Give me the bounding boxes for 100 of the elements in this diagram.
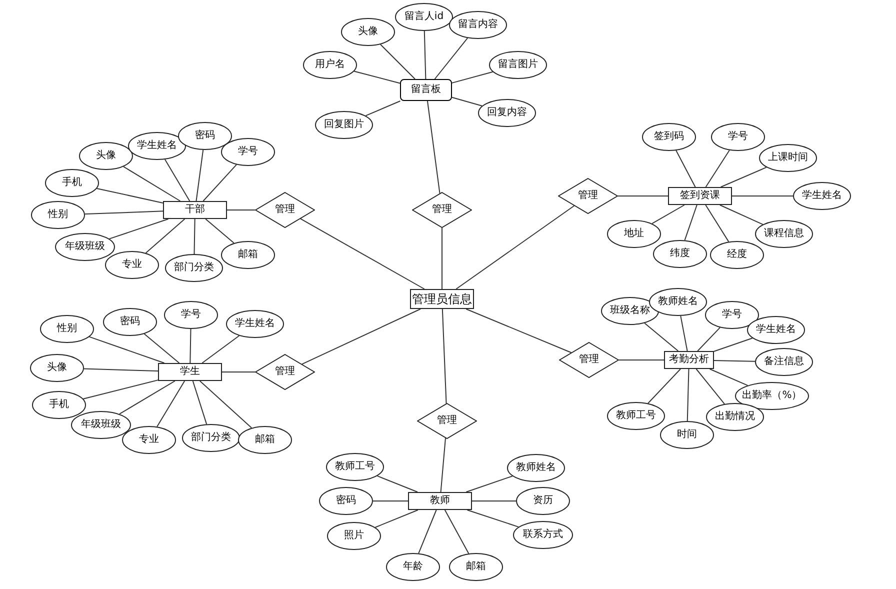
node-label: 上课时间 [768,153,808,163]
attribute-ellipse [178,122,232,150]
node-label: 邮箱 [466,562,486,572]
connector-line [452,96,482,106]
node-label: 教师工号 [335,462,375,472]
connector-line [426,100,440,194]
connector-line [88,336,165,364]
attribute-ellipse [507,454,565,482]
connector-line [709,368,748,386]
node-label: 学生姓名 [802,191,842,201]
node-label: 学号 [181,310,201,320]
connector-line [644,322,679,352]
connector-line [123,166,181,202]
connector-line [684,204,698,241]
node-label: 留言板 [411,85,441,95]
connector-line [697,327,721,352]
attribute-ellipse [105,251,159,279]
attribute-ellipse [386,553,440,581]
connector-line [376,475,418,492]
node-label: 学号 [238,147,258,157]
attribute-ellipse [327,522,381,550]
connector-line [145,218,186,254]
attribute-ellipse [341,18,395,46]
attribute-ellipse [711,123,765,151]
attribute-ellipse [315,111,373,139]
connector-line [676,150,696,188]
entity-box [158,363,222,381]
connector-line [82,380,158,400]
relationship-diamond [255,354,315,390]
attribute-ellipse [32,391,86,419]
attribute-ellipse [40,315,94,343]
attribute-ellipse [128,132,186,160]
attribute-ellipse [706,403,764,431]
node-label: 备注信息 [764,357,804,367]
node-label: 教师工号 [616,411,656,421]
connector-line [108,218,169,240]
node-label: 管理 [578,191,598,201]
node-label: 管理 [275,205,295,215]
node-label: 考勤分析 [669,355,709,365]
node-label: 教师姓名 [516,463,556,473]
entity-box [410,289,474,309]
connector-line [452,71,494,84]
node-label: 年级班级 [81,420,121,430]
entity-box [664,351,714,369]
node-label: 干部 [185,205,205,215]
node-label: 部门分类 [191,433,231,443]
attribute-ellipse [164,301,218,329]
attribute-ellipse [103,308,157,336]
node-label: 资历 [533,496,553,506]
connector-line [374,510,418,528]
attribute-ellipse [79,142,133,170]
connector-line [714,360,756,362]
attribute-ellipse [326,453,384,481]
connector-line [466,308,572,354]
node-label: 学生姓名 [756,325,796,335]
node-label: 手机 [49,400,69,410]
connector-line [190,328,192,364]
attribute-ellipse [165,254,223,282]
node-label: 头像 [47,363,67,373]
entity-box [163,201,227,219]
connector-line [194,218,196,254]
attribute-ellipse [793,182,851,210]
connector-line [199,380,252,428]
node-label: 班级名称 [610,306,650,316]
connector-line [380,44,416,80]
node-label: 邮箱 [255,435,275,445]
attribute-ellipse [30,354,84,382]
connector-line [686,368,690,422]
node-label: 教师 [430,496,450,506]
connector-line [202,335,240,364]
connector-line [365,100,401,116]
node-label: 管理 [275,367,295,377]
attribute-ellipse [735,382,809,410]
attribute-ellipse [649,288,707,316]
node-label: 课程信息 [764,229,804,239]
node-label: 教师姓名 [658,297,698,307]
attribute-ellipse [449,553,503,581]
connector-line [84,210,164,215]
attribute-ellipse [710,241,764,269]
connector-line [680,315,688,352]
connector-line [719,204,764,225]
attribute-ellipse [755,348,813,376]
attribute-ellipse [747,316,805,344]
attribute-ellipse [71,411,131,439]
node-label: 管理 [437,416,457,426]
node-label: 部门分类 [174,263,214,273]
node-label: 专业 [139,435,159,445]
connector-line [648,368,681,404]
node-label: 回复图片 [324,120,364,130]
connector-line [119,380,176,414]
attribute-ellipse [122,426,176,454]
node-label: 照片 [344,531,364,541]
connector-line [164,158,190,202]
node-label: 学生 [180,367,200,377]
connector-line [418,510,437,554]
connector-line [300,218,425,290]
attribute-ellipse [226,310,284,338]
node-label: 留言人id [404,12,444,22]
connector-line [472,500,516,502]
attribute-ellipse [395,3,453,31]
